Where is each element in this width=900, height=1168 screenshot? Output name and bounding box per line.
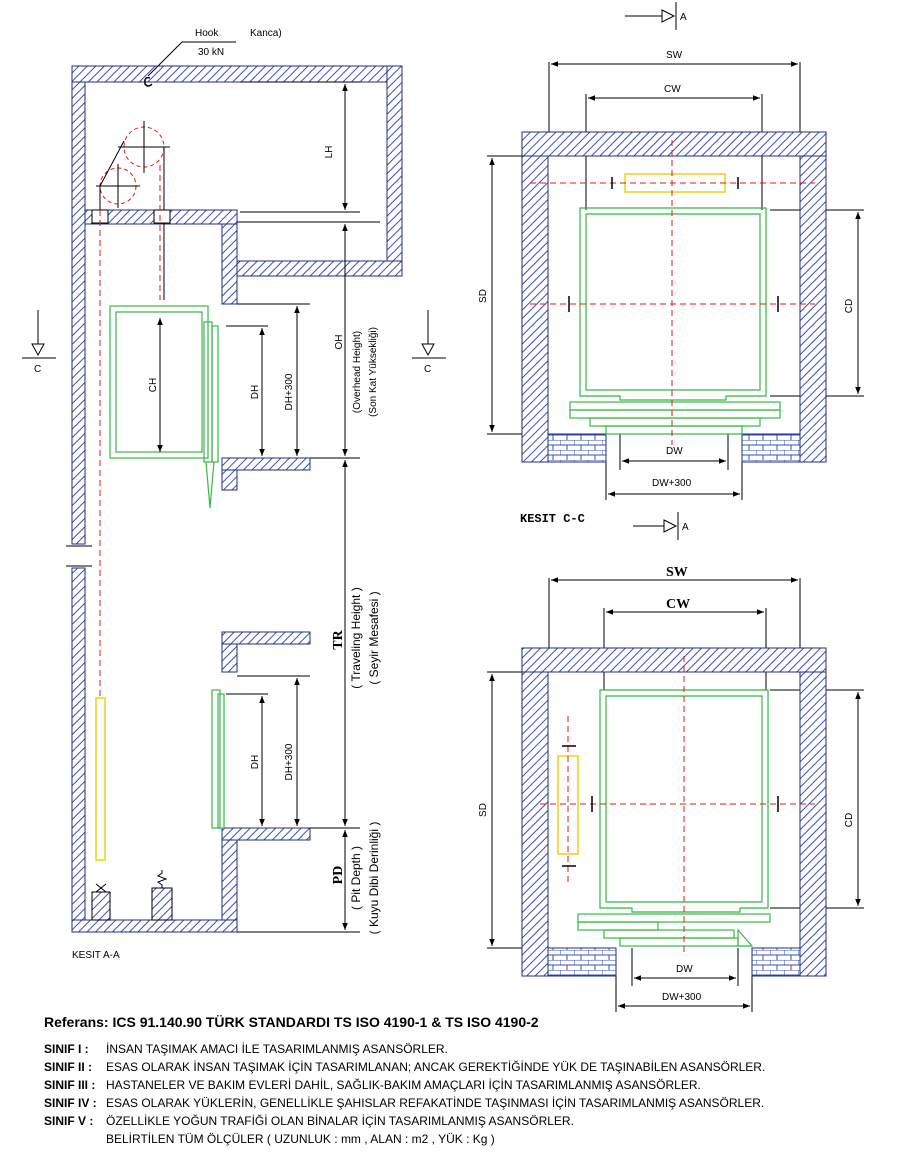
section-a-marker-label-bottom: A xyxy=(682,522,689,533)
class-text: ESAS OLARAK YÜKLERİN, GENELLİKLE ŞAHISLA… xyxy=(106,1096,765,1110)
car-plan-bottom xyxy=(577,689,771,947)
class-text: HASTANELER VE BAKIM EVLERİ DAHİL, SAĞLIK… xyxy=(106,1078,701,1092)
class-row-2: SINIF II : ESAS OLARAK İNSAN TAŞIMAK İÇİ… xyxy=(44,1058,894,1076)
class-row-3: SINIF III : HASTANELER VE BAKIM EVLERİ D… xyxy=(44,1076,894,1094)
class-label: SINIF IV : xyxy=(44,1096,97,1110)
oh-tr-label: (Son Kat Yüksekliği) xyxy=(368,327,379,417)
section-a-marker-label-top: A xyxy=(680,12,687,23)
sd-label-2: SD xyxy=(478,803,489,817)
section-c-title: KESIT C-C xyxy=(520,512,585,526)
section-a-title: KESIT A-A xyxy=(72,950,120,961)
cw-label-2: CW xyxy=(666,597,690,612)
class-row-5: SINIF V : ÖZELLİKLE YOĞUN TRAFİĞİ OLAN B… xyxy=(44,1112,894,1130)
dw-label: DW xyxy=(666,446,683,457)
section-c-label-right: C xyxy=(424,364,431,375)
dh-label: DH xyxy=(250,385,261,399)
pd-label: PD xyxy=(331,866,346,885)
shaft-walls xyxy=(71,65,403,933)
pd-en-label: ( Pit Depth ) xyxy=(349,846,363,910)
section-marker-a-bottom xyxy=(633,512,679,540)
reference-title: Referans: ICS 91.140.90 TÜRK STANDARDI T… xyxy=(44,1014,539,1030)
units-note: BELİRTİLEN TÜM ÖLÇÜLER ( UZUNLUK : mm , … xyxy=(106,1132,495,1146)
section-marker-c-left xyxy=(22,310,56,359)
dh-label-lower: DH xyxy=(250,755,261,769)
cd-label: CD xyxy=(844,299,855,313)
class-label: SINIF II : xyxy=(44,1060,92,1074)
dh300-label-lower: DH+300 xyxy=(284,743,295,780)
class-label: SINIF I : xyxy=(44,1042,89,1056)
lh-label: LH xyxy=(324,146,335,159)
cw-label: CW xyxy=(664,84,681,95)
buffers xyxy=(91,870,173,921)
class-text: ESAS OLARAK İNSAN TAŞIMAK İÇİN TASARIMLA… xyxy=(106,1060,766,1074)
front-wall-right xyxy=(741,433,801,463)
section-marker-a-top xyxy=(625,2,677,30)
front-wall-right-2 xyxy=(751,947,801,977)
sd-label: SD xyxy=(478,289,489,303)
car-plan-top xyxy=(569,207,781,435)
hook-label: Hook xyxy=(195,28,219,39)
class-label: SINIF V : xyxy=(44,1114,94,1128)
dw-label-2: DW xyxy=(676,964,693,975)
dw300-label: DW+300 xyxy=(652,478,692,489)
section-c-label-left: C xyxy=(34,364,41,375)
tr-label: TR xyxy=(331,629,346,649)
tr-en-label: ( Traveling Height ) xyxy=(349,587,363,688)
section-marker-c-right xyxy=(412,310,446,359)
oh-en-label: (Overhead Height) xyxy=(352,331,363,413)
plan-side-counterweight: SW CW SD CD DW DW+300 xyxy=(478,565,864,1012)
class-text: İNSAN TAŞIMAK AMACI İLE TASARIMLANMIŞ AS… xyxy=(106,1042,448,1056)
class-text: ÖZELLİKLE YOĞUN TRAFİĞİ OLAN BİNALAR İÇİ… xyxy=(106,1114,574,1128)
sheave-upper xyxy=(118,121,170,173)
class-row-1: SINIF I : İNSAN TAŞIMAK AMACI İLE TASARI… xyxy=(44,1040,894,1058)
legend: Referans: ICS 91.140.90 TÜRK STANDARDI T… xyxy=(44,1014,894,1148)
sw-label-2: SW xyxy=(666,565,688,580)
sheave-lower xyxy=(96,164,140,208)
pd-tr-label: ( Kuyu Dibi Derinliği ) xyxy=(367,822,381,935)
dw300-label-2: DW+300 xyxy=(662,992,702,1003)
class-label: SINIF III : xyxy=(44,1078,96,1092)
ch-label: CH xyxy=(148,378,159,392)
car-cabin xyxy=(109,305,225,829)
hook-load-label: 30 kN xyxy=(198,47,224,58)
section-a-a: Hook Kanca) 30 kN xyxy=(22,28,446,961)
section-c-c: A SW CW SD CD DW DW+300 xyxy=(478,2,864,540)
counterweight xyxy=(95,697,106,861)
oh-label: OH xyxy=(334,335,345,350)
front-wall-left xyxy=(547,433,607,463)
cd-label-2: CD xyxy=(844,813,855,827)
sw-label: SW xyxy=(666,50,683,61)
hook-label-tr: Kanca) xyxy=(250,28,282,39)
front-wall-left-2 xyxy=(547,947,617,977)
tr-tr-label: ( Seyir Mesafesi ) xyxy=(367,591,381,684)
dh300-label: DH+300 xyxy=(284,373,295,410)
class-row-4: SINIF IV : ESAS OLARAK YÜKLERİN, GENELLİ… xyxy=(44,1094,894,1112)
